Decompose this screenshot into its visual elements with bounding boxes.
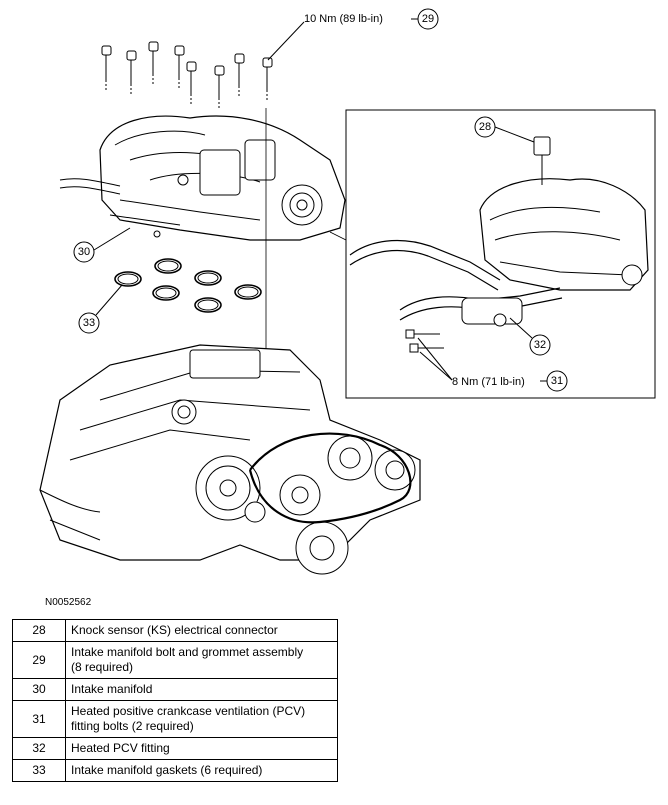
callout-33-number: 33: [83, 317, 95, 329]
callout-33: 33: [78, 284, 123, 334]
callout-28: 28: [474, 116, 535, 143]
part-number: 31: [12, 700, 66, 738]
parts-legend-table: 28 Knock sensor (KS) electrical connecto…: [12, 619, 338, 782]
inset-heated-pcv-fitting: [461, 297, 523, 327]
table-row: 29 Intake manifold bolt and grommet asse…: [12, 641, 338, 679]
callout-32-number: 32: [534, 339, 546, 351]
part-number: 32: [12, 737, 66, 760]
manifold-bolt: [148, 41, 159, 86]
inset-knock-sensor-connector: [533, 136, 551, 185]
table-row: 31 Heated positive crankcase ventilation…: [12, 700, 338, 738]
part-number: 33: [12, 759, 66, 782]
callout-29: 10 Nm (89 lb-in) 29: [267, 8, 439, 61]
part-number: 29: [12, 641, 66, 679]
callout-30-number: 30: [78, 246, 90, 258]
part-description: Knock sensor (KS) electrical connector: [65, 619, 338, 642]
manifold-bolt: [214, 65, 225, 110]
exploded-view-illustration: 10 Nm (89 lb-in) 29 28 30 33 32 8 Nm (71…: [39, 8, 656, 575]
figure-id: N0052562: [45, 597, 92, 608]
callout-31-torque: 8 Nm (71 lb-in): [452, 376, 525, 388]
manifold-bolt: [234, 53, 245, 98]
callout-29-torque: 10 Nm (89 lb-in): [304, 13, 383, 25]
part-number: 30: [12, 678, 66, 701]
part-description: Heated PCV fitting: [65, 737, 338, 760]
manifold-bolt: [262, 57, 273, 102]
table-row: 33 Intake manifold gaskets (6 required): [12, 759, 338, 782]
manifold-bolts-group: [101, 41, 273, 110]
part-description: Intake manifold: [65, 678, 338, 701]
table-row: 32 Heated PCV fitting: [12, 737, 338, 760]
part-description: Intake manifold gaskets (6 required): [65, 759, 338, 782]
manifold-bolt: [174, 45, 185, 90]
callout-32: 32: [509, 317, 551, 356]
inset-intake-manifold: [479, 178, 649, 291]
table-row: 28 Knock sensor (KS) electrical connecto…: [12, 619, 338, 642]
intake-manifold-gaskets: [114, 258, 262, 313]
inset-pcv-fitting-bolts: [405, 329, 444, 353]
part-description: Intake manifold bolt and grommet assembl…: [65, 641, 338, 679]
callout-30: 30: [73, 227, 131, 263]
callout-31: 8 Nm (71 lb-in) 31: [417, 337, 568, 392]
part-description: Heated positive crankcase ventilation (P…: [65, 700, 338, 738]
table-row: 30 Intake manifold: [12, 678, 338, 701]
part-number: 28: [12, 619, 66, 642]
engine-assembly: [39, 344, 421, 575]
callout-29-number: 29: [422, 13, 434, 25]
manifold-bolt: [186, 61, 197, 106]
intake-manifold: [59, 115, 346, 241]
callout-31-number: 31: [551, 375, 563, 387]
callout-28-number: 28: [479, 121, 491, 133]
manifold-bolt: [126, 50, 137, 96]
manifold-bolt: [101, 45, 112, 92]
